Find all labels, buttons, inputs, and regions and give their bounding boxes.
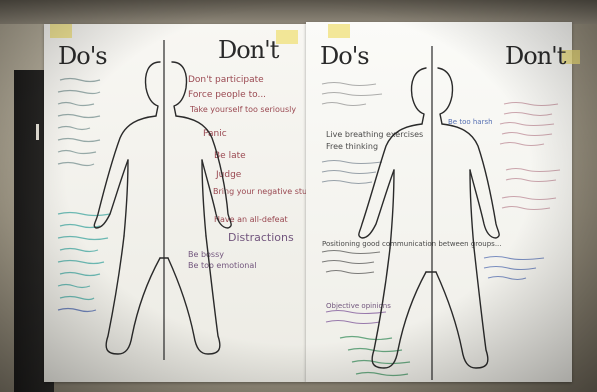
photo: Do's Don't Don't participate Force peopl… — [0, 0, 597, 392]
body-outline-right — [0, 0, 597, 392]
